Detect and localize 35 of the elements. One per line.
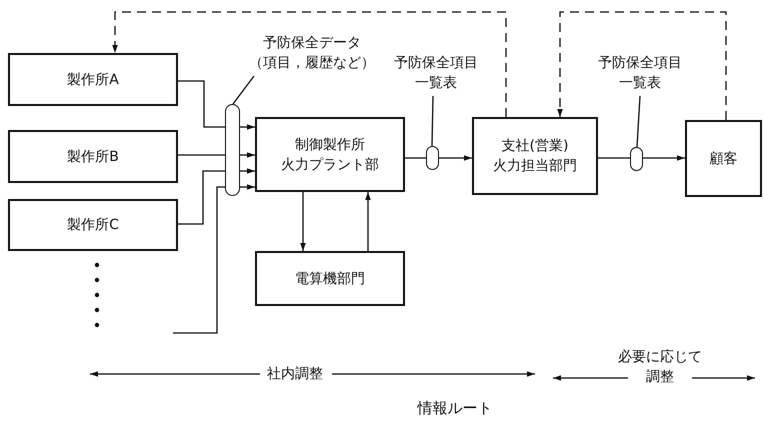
process-box: 製作所A <box>8 53 178 106</box>
callout-text: 予防保全項目一覧表 <box>596 50 684 96</box>
leader-line <box>636 96 641 148</box>
arrow <box>240 168 255 174</box>
caption: 情報ルート <box>416 398 494 418</box>
arrow <box>112 11 507 117</box>
leader-line <box>178 80 225 128</box>
range-label: 必要に応じて調整 <box>617 348 703 387</box>
arrow <box>557 11 727 120</box>
leader-line <box>431 96 434 146</box>
leader-line <box>598 157 630 159</box>
bundle-marker <box>225 104 240 196</box>
leader-line <box>405 157 426 159</box>
arrow <box>300 192 306 251</box>
process-box: 製作所B <box>8 130 178 183</box>
process-box: 顧客 <box>685 120 762 197</box>
arrow <box>365 192 371 251</box>
process-box: 製作所C <box>8 199 178 251</box>
process-box: 電算機部門 <box>255 251 405 306</box>
bundle-marker <box>630 147 643 171</box>
process-box: 支社(営業) 火力担当部門 <box>472 117 598 195</box>
leader-line <box>178 170 225 225</box>
arrow <box>240 152 255 158</box>
callout-text: 予防保全項目一覧表 <box>392 50 480 96</box>
arrow <box>439 155 472 161</box>
bundle-marker <box>426 146 439 170</box>
process-box: 制御製作所 火力プラント部 <box>255 117 405 192</box>
arrow <box>240 124 255 130</box>
leader-line <box>178 154 225 156</box>
leader-line <box>232 76 255 104</box>
arrow <box>643 155 685 161</box>
arrow <box>240 184 255 190</box>
callout-text: 予防保全データ（項目，履歴など） <box>236 30 388 76</box>
leader-line <box>173 186 225 334</box>
range-label: 社内調整 <box>266 365 324 384</box>
